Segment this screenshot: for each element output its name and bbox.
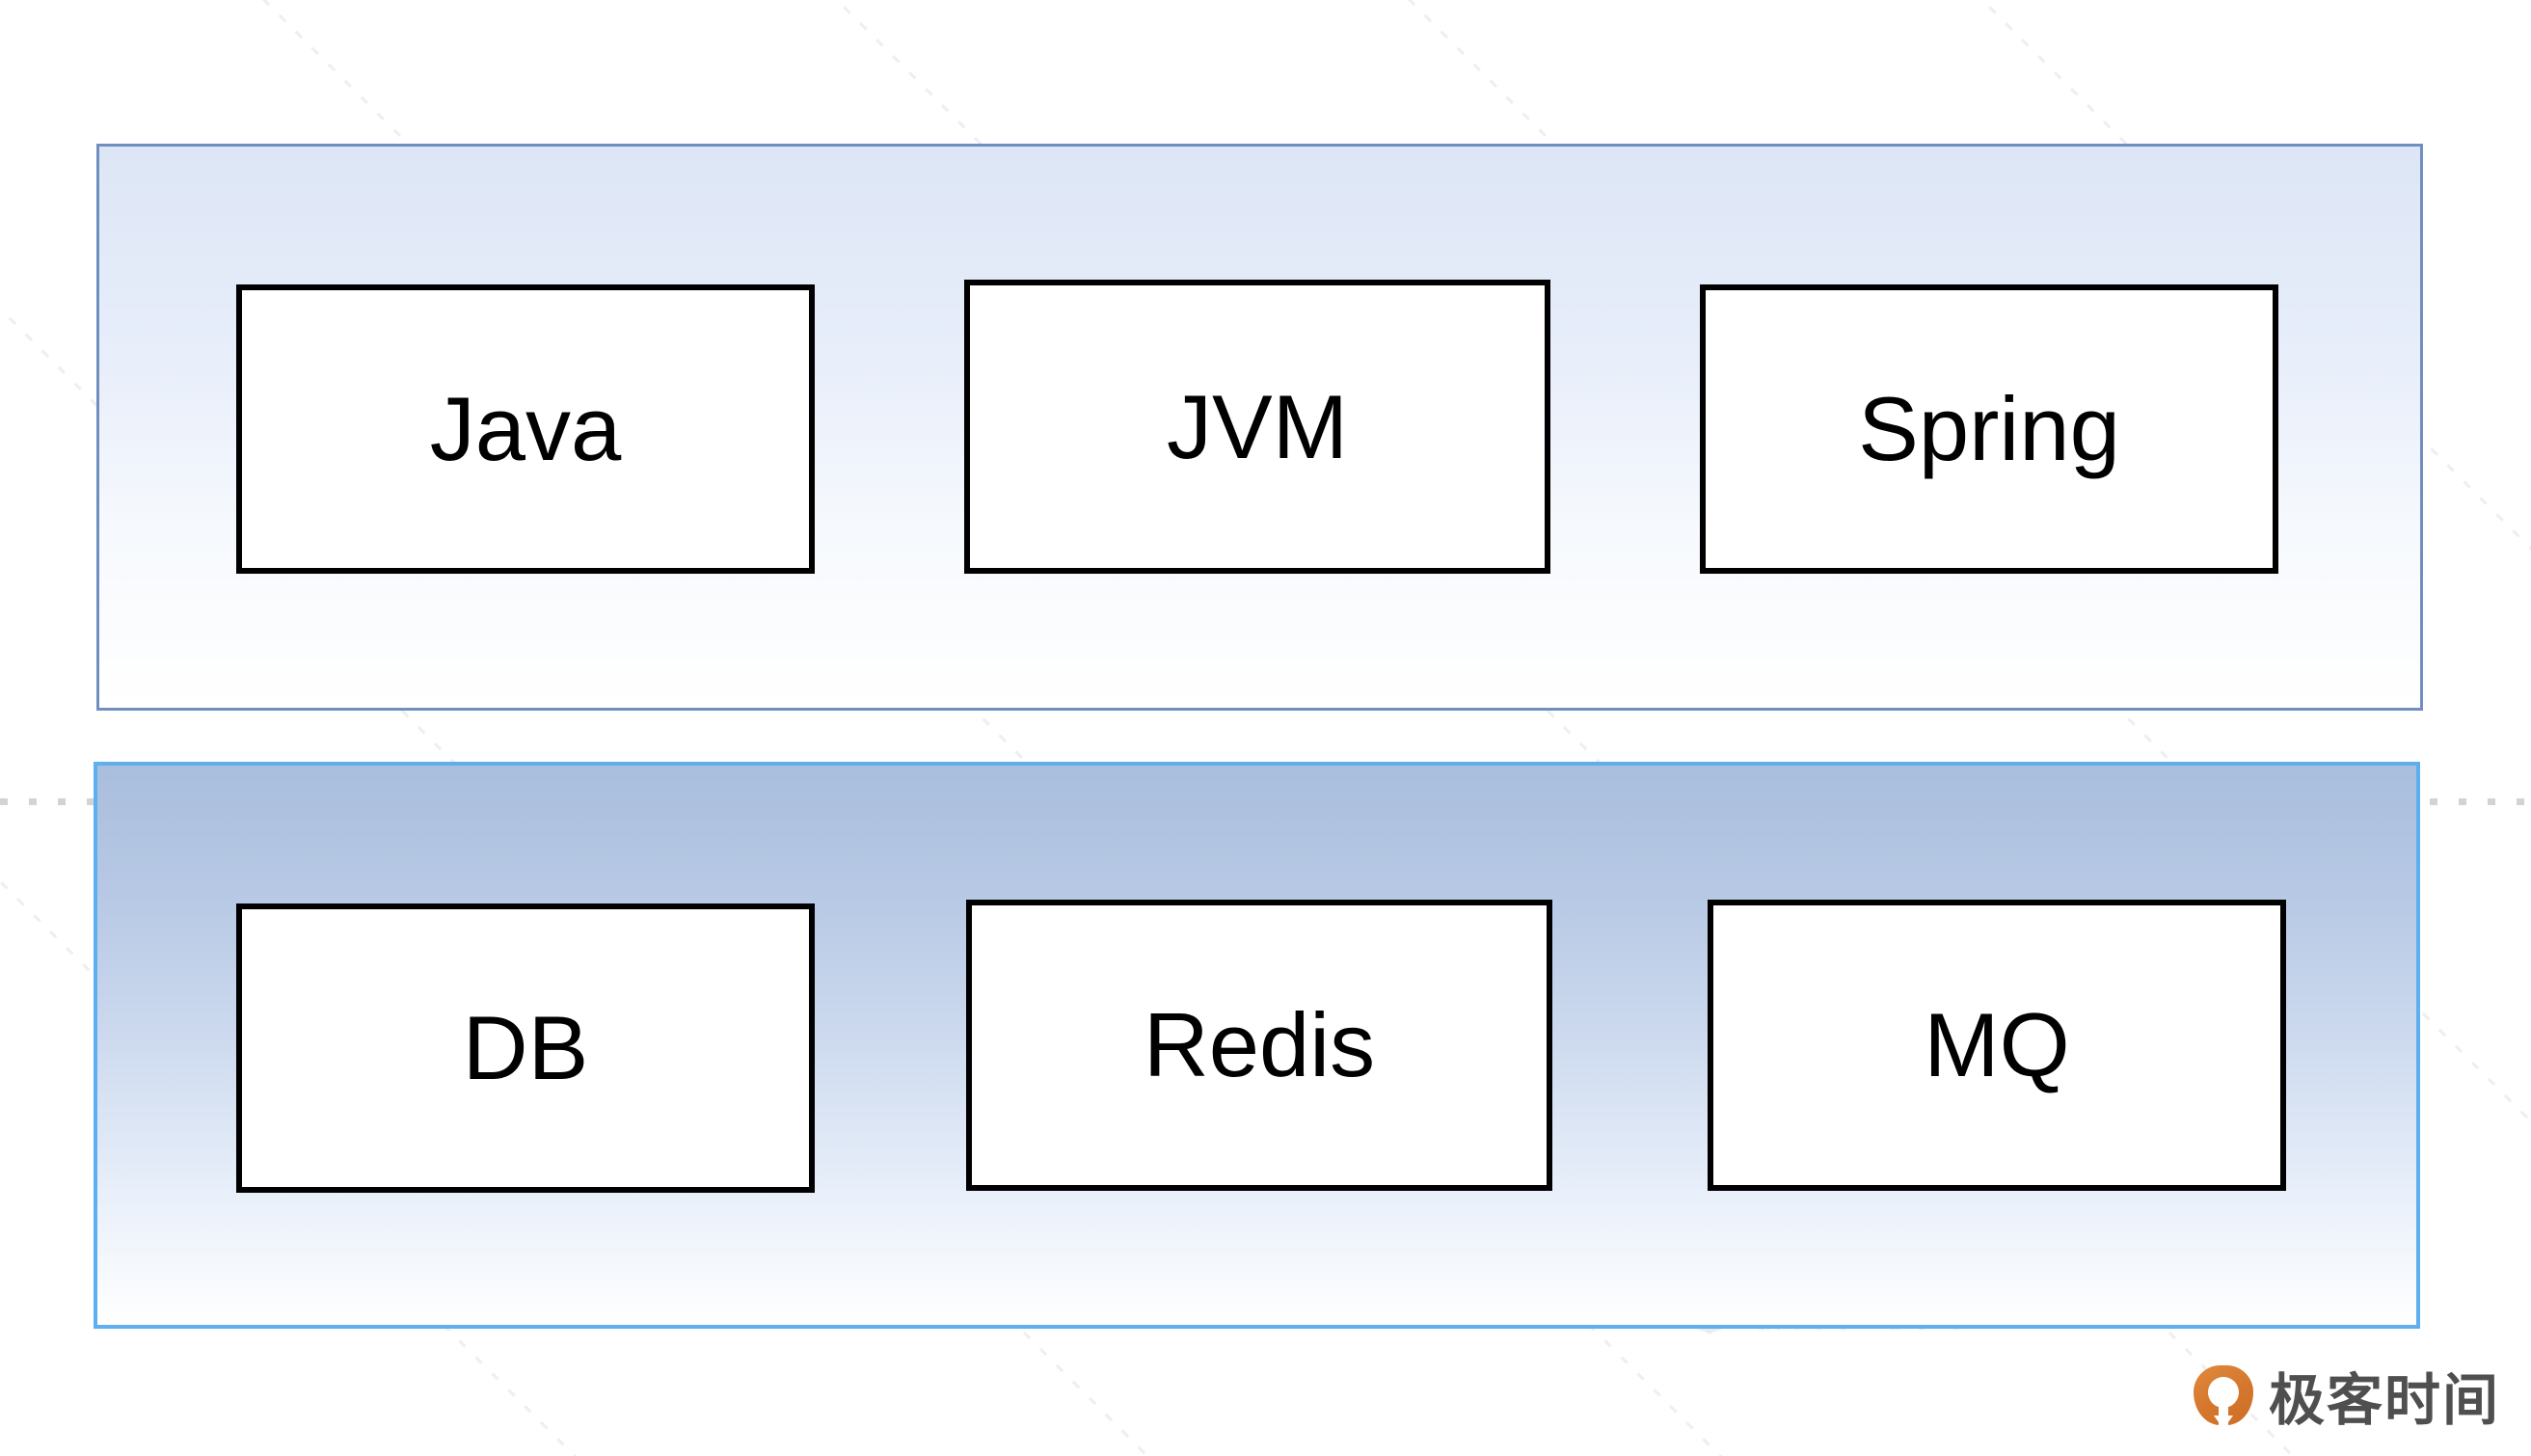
node-java[interactable]: Java [236, 284, 815, 574]
brand-logo: 极客时间 [2193, 1365, 2500, 1435]
node-label: JVM [1167, 375, 1348, 477]
node-label: MQ [1924, 994, 2070, 1095]
node-spring[interactable]: Spring [1700, 284, 2278, 574]
storage-middleware-layer-panel: DB Redis MQ [94, 762, 2420, 1329]
brand-name: 极客时间 [2268, 1367, 2500, 1433]
application-layer-panel: Java JVM Spring [96, 144, 2423, 711]
node-db[interactable]: DB [236, 903, 815, 1193]
node-label: Spring [1858, 378, 2120, 479]
node-label: Redis [1143, 994, 1376, 1095]
node-jvm[interactable]: JVM [964, 280, 1550, 574]
node-label: Java [429, 378, 622, 479]
location-pin-icon [2193, 1365, 2253, 1435]
node-redis[interactable]: Redis [966, 900, 1552, 1191]
node-label: DB [462, 997, 589, 1098]
node-mq[interactable]: MQ [1708, 900, 2286, 1191]
